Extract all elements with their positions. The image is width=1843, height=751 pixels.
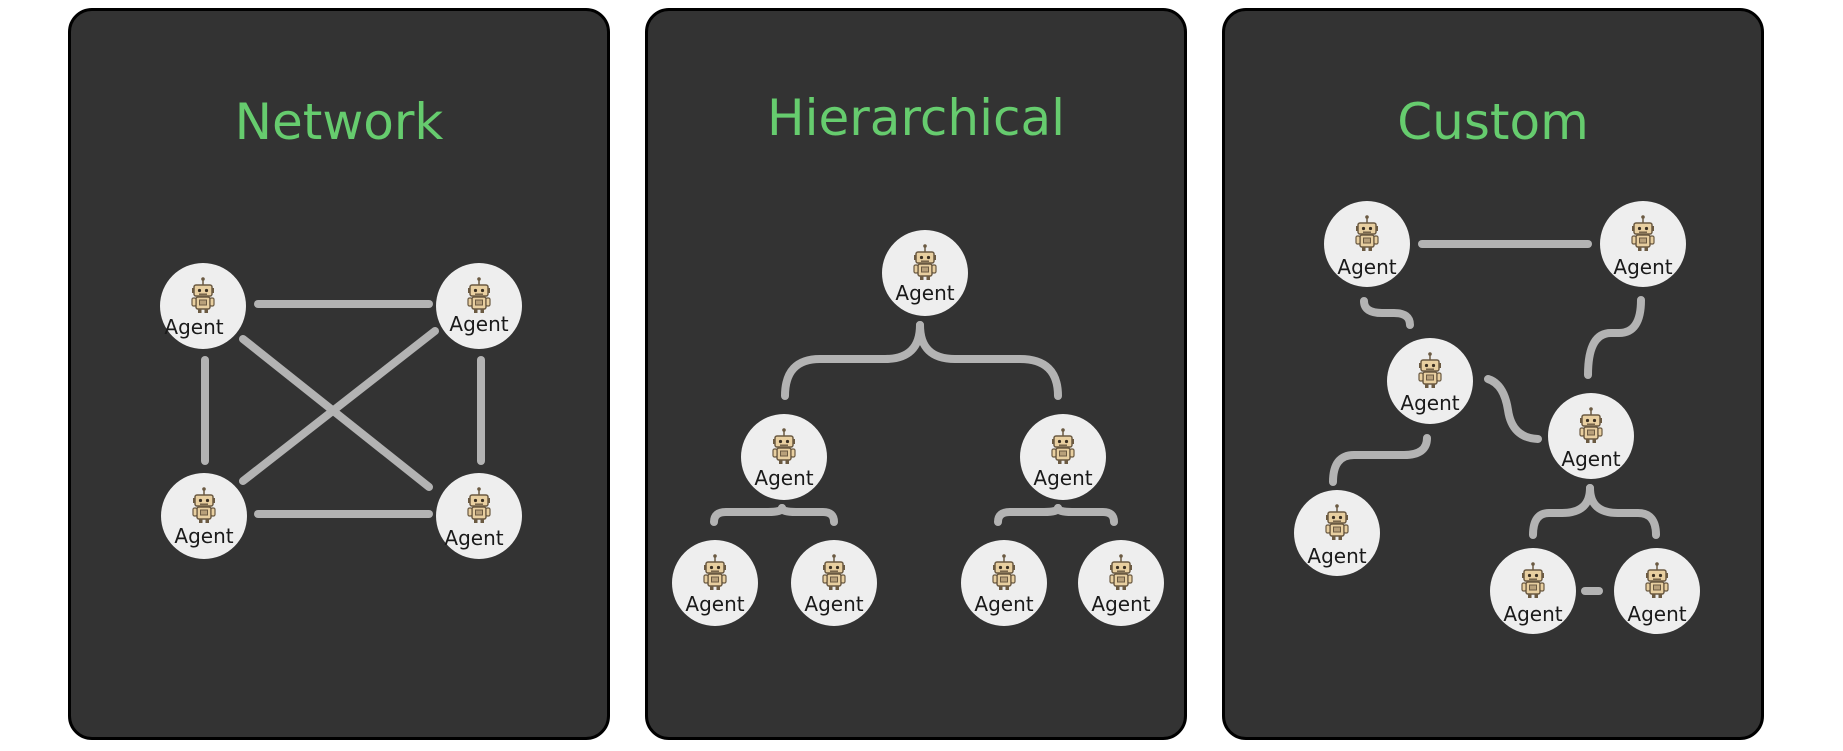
agent-node: Agent [1078,540,1164,626]
network-diagram: Agent Agent Agent Agent [160,263,522,559]
agent-label: Agent [1503,602,1562,626]
agent-label: Agent [1307,544,1366,568]
edge [1484,375,1542,443]
agent-label: Agent [1091,592,1150,616]
agent-node: Agent [961,540,1047,626]
agent-label: Agent [164,315,223,339]
agent-label: Agent [685,592,744,616]
edge [239,327,439,485]
agent-label: Agent [1337,255,1396,279]
edge [1586,484,1660,539]
agent-label: Agent [895,281,954,305]
agent-node: Agent [1614,548,1700,634]
agent-label: Agent [1400,391,1459,415]
custom-diagram: Agent Agent Agent Agent Agent Agent [1294,201,1700,634]
panel-title: Hierarchical [767,89,1065,147]
agent-label: Agent [1561,447,1620,471]
custom-panel: Custom Agent Agent Agent Agent [1222,8,1764,740]
edge [916,321,1062,400]
network-panel: Network Agent Agent Agent Agent [68,8,610,740]
agent-node: Agent [161,473,247,559]
edge [994,504,1062,526]
agent-node: Agent [436,263,522,349]
edge [1360,297,1414,329]
panel-title: Network [234,93,444,151]
edge [778,504,838,526]
agent-node: Agent [1020,414,1106,500]
hierarchical-panel: Hierarchical Agent Agent Agent Agent [645,8,1187,740]
agent-label: Agent [444,526,503,550]
agent-label: Agent [1627,602,1686,626]
edge [1584,296,1645,379]
hierarchical-diagram: Agent Agent Agent Agent Agent Agent [672,230,1164,626]
edge [1329,434,1431,486]
edge [1054,504,1118,526]
agent-node: Agent [1294,490,1380,576]
agent-label: Agent [754,466,813,490]
agent-node: Agent [160,263,246,349]
agent-label: Agent [974,592,1033,616]
edge [781,321,924,400]
agent-node: Agent [791,540,877,626]
agent-label: Agent [1033,466,1092,490]
agent-node: Agent [1324,201,1410,287]
agent-node: Agent [436,473,522,559]
edge [710,504,786,526]
agent-label: Agent [804,592,863,616]
agent-node: Agent [1548,393,1634,479]
agent-node: Agent [882,230,968,316]
agent-node: Agent [1490,548,1576,634]
agent-node: Agent [672,540,758,626]
agent-label: Agent [174,524,233,548]
agent-label: Agent [449,312,508,336]
agent-node: Agent [1387,338,1473,424]
agent-node: Agent [1600,201,1686,287]
edge [1529,484,1594,539]
agent-node: Agent [741,414,827,500]
agent-label: Agent [1613,255,1672,279]
panel-title: Custom [1397,93,1589,151]
